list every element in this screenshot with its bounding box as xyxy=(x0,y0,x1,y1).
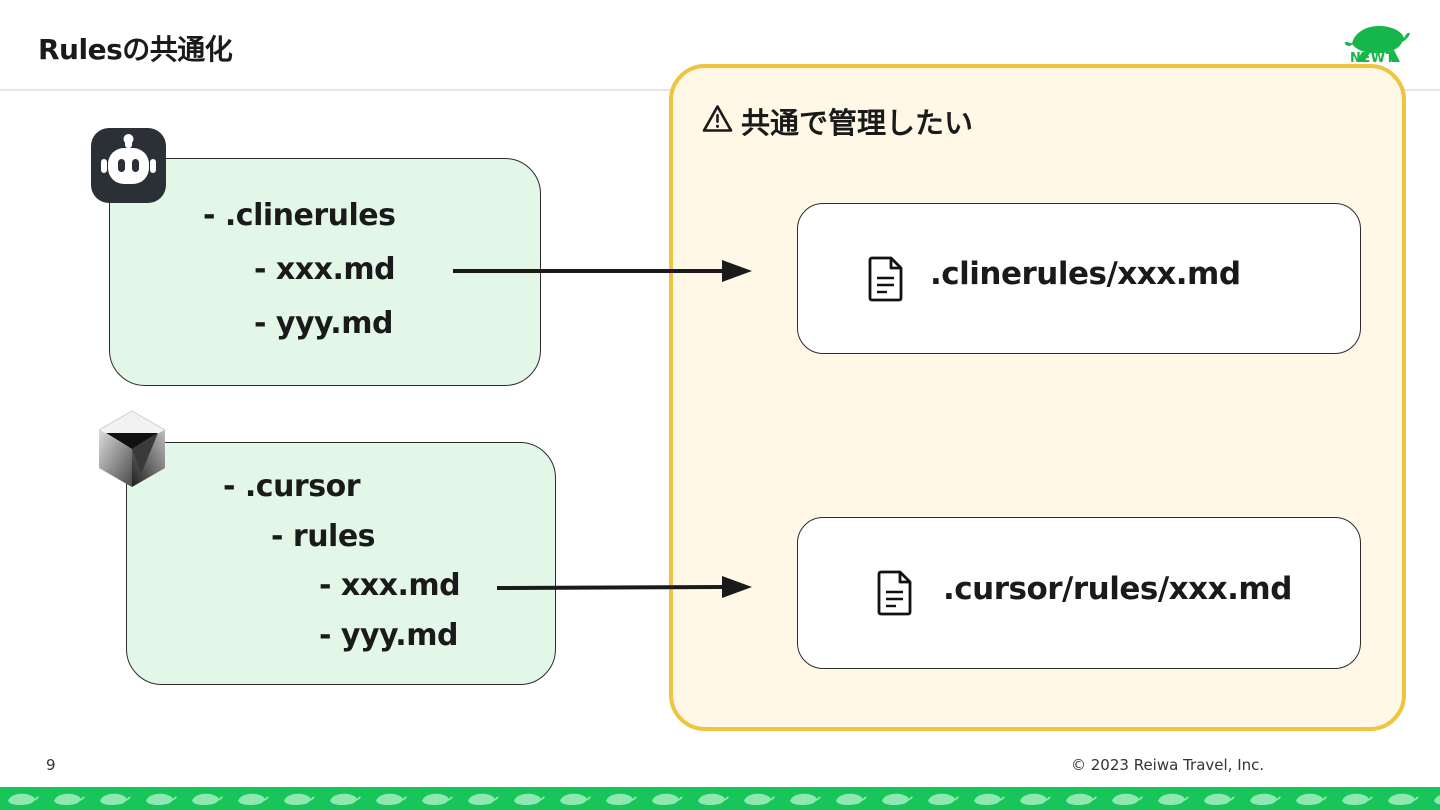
footer-brand-band xyxy=(0,787,1440,810)
cline-tree-file-2: - yyy.md xyxy=(254,306,393,341)
document-icon xyxy=(877,570,912,616)
cursor-rules-box xyxy=(126,442,556,685)
cline-tree-root: - .clinerules xyxy=(203,198,396,233)
cursor-cube-icon xyxy=(97,410,167,487)
footer-turtle-pattern-icon xyxy=(0,787,1440,810)
warning-icon xyxy=(702,105,733,132)
newt-logo-text: NEWT xyxy=(1350,51,1395,66)
shared-file-label-cline: .clinerules/xxx.md xyxy=(930,256,1241,292)
shared-file-label-cursor: .cursor/rules/xxx.md xyxy=(943,571,1292,607)
slide-title: Rulesの共通化 xyxy=(38,33,233,66)
cursor-tree-file-1: - xxx.md xyxy=(319,568,461,603)
cursor-tree-root: - .cursor xyxy=(223,469,361,504)
newt-turtle-logo-icon xyxy=(1344,25,1410,62)
copyright: © 2023 Reiwa Travel, Inc. xyxy=(1071,756,1265,774)
cursor-tree-file-2: - yyy.md xyxy=(319,618,458,653)
shared-panel-title: 共通で管理したい xyxy=(741,106,974,140)
cline-tree-file-1: - xxx.md xyxy=(254,252,396,287)
cline-robot-icon xyxy=(91,128,166,203)
cursor-tree-folder: - rules xyxy=(271,519,376,554)
page-number: 9 xyxy=(46,756,56,774)
document-icon xyxy=(868,256,903,302)
